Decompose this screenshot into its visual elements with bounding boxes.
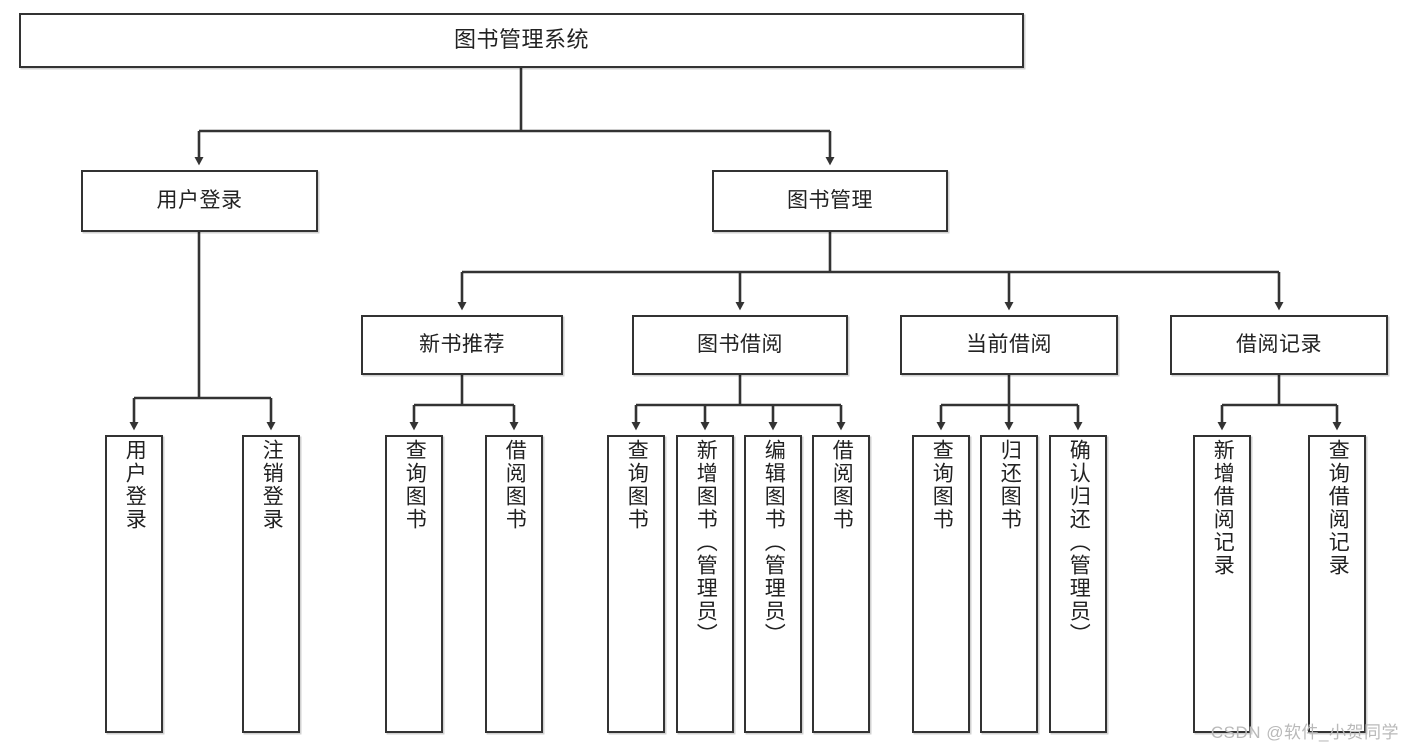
watermark: CSDN @软件_小贺同学 (1210, 723, 1399, 742)
node-user-login[interactable]: 用户登录 (81, 170, 318, 232)
leaf-new-book-query[interactable]: 查询图书 (385, 435, 443, 733)
node-label: 图书管理系统 (453, 27, 589, 53)
node-label: 用户登录 (156, 189, 243, 213)
node-label: 图书管理 (787, 189, 873, 213)
leaf-borrow-edit-book-admin[interactable]: 编辑图书（管理员） (744, 435, 802, 733)
node-label: 归还图书 (998, 439, 1022, 531)
leaf-current-query-book[interactable]: 查询图书 (912, 435, 970, 733)
leaf-current-return-book[interactable]: 归还图书 (980, 435, 1038, 733)
node-label: 借阅记录 (1236, 333, 1322, 357)
leaf-new-book-borrow[interactable]: 借阅图书 (485, 435, 543, 733)
node-label: 查询借阅记录 (1326, 439, 1350, 577)
node-current-borrow[interactable]: 当前借阅 (900, 315, 1118, 375)
node-label: 新增借阅记录 (1211, 439, 1235, 577)
node-label: 当前借阅 (966, 333, 1052, 357)
node-label: 用户登录 (123, 439, 147, 531)
node-label: 注销登录 (260, 439, 284, 531)
leaf-user-login-logout[interactable]: 注销登录 (242, 435, 300, 733)
node-label: 查询图书 (625, 439, 649, 531)
node-label: 编辑图书（管理员） (762, 439, 786, 646)
leaf-borrow-query-book[interactable]: 查询图书 (607, 435, 665, 733)
node-book-borrow[interactable]: 图书借阅 (632, 315, 848, 375)
node-book-management[interactable]: 图书管理 (712, 170, 948, 232)
node-label: 确认归还（管理员） (1067, 439, 1091, 646)
leaf-borrow-borrow-book[interactable]: 借阅图书 (812, 435, 870, 733)
leaf-borrow-add-book-admin[interactable]: 新增图书（管理员） (676, 435, 734, 733)
node-label: 借阅图书 (830, 439, 854, 531)
node-label: 查询图书 (403, 439, 427, 531)
node-label: 新增图书（管理员） (694, 439, 718, 646)
node-label: 借阅图书 (503, 439, 527, 531)
leaf-user-login-login[interactable]: 用户登录 (105, 435, 163, 733)
node-new-book-recommend[interactable]: 新书推荐 (361, 315, 563, 375)
node-label: 图书借阅 (697, 333, 783, 357)
node-root-system[interactable]: 图书管理系统 (19, 13, 1024, 68)
node-borrow-record[interactable]: 借阅记录 (1170, 315, 1388, 375)
leaf-record-add-record[interactable]: 新增借阅记录 (1193, 435, 1251, 733)
node-label: 新书推荐 (419, 333, 505, 357)
leaf-current-confirm-return-admin[interactable]: 确认归还（管理员） (1049, 435, 1107, 733)
leaf-record-query-record[interactable]: 查询借阅记录 (1308, 435, 1366, 733)
node-label: 查询图书 (930, 439, 954, 531)
